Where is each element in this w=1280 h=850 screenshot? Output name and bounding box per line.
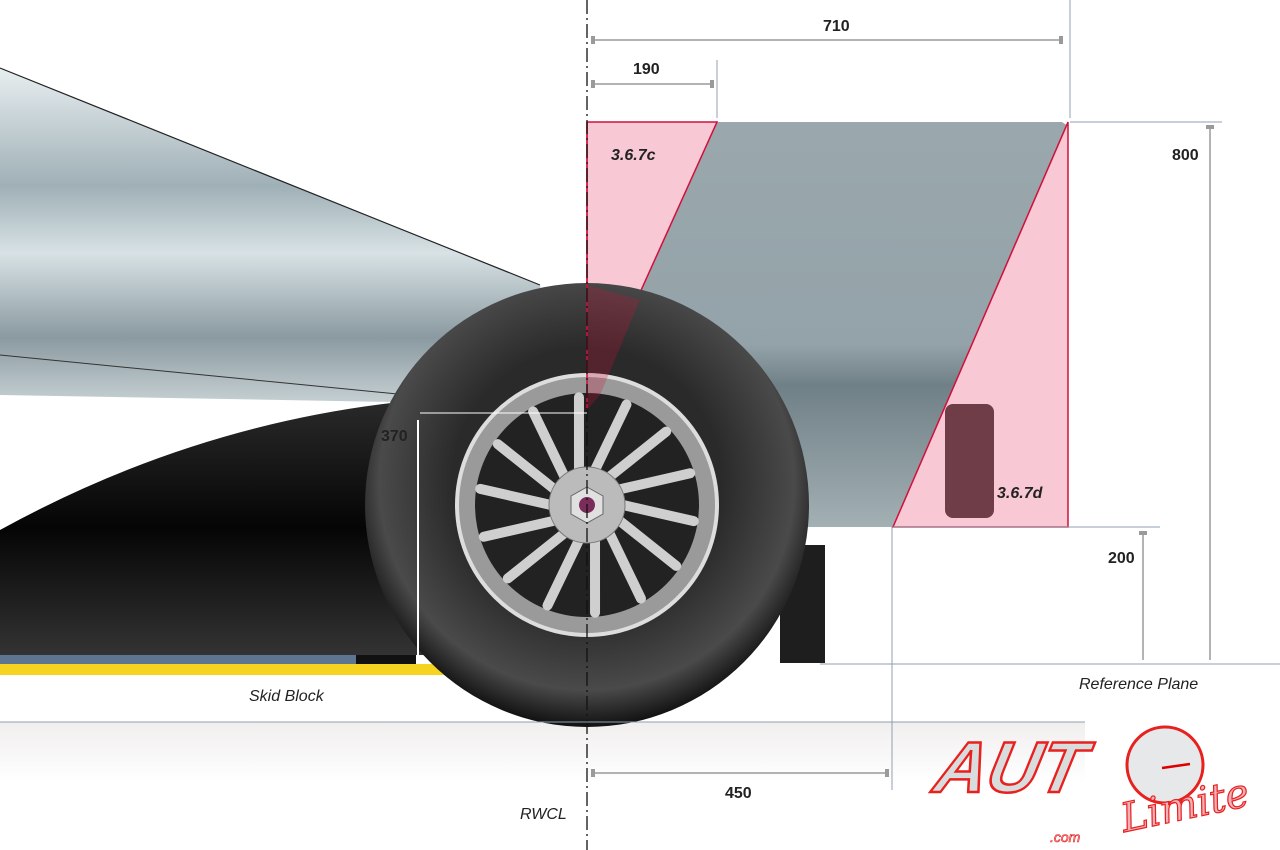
spoke (528, 406, 570, 482)
dim-450: 450 (725, 785, 752, 802)
spoke (614, 515, 682, 571)
dim-710: 710 (823, 18, 850, 35)
reference-lines (0, 0, 1280, 790)
ground-shadow (0, 722, 1085, 782)
svg-text:AUT: AUT (926, 728, 1098, 808)
reference-plane-label: Reference Plane (1079, 676, 1198, 693)
spoke (542, 535, 584, 611)
spoke (618, 500, 699, 527)
spoke (502, 528, 570, 584)
rwcl-label: RWCL (520, 806, 567, 823)
region-label-3-6-7c: 3.6.7c (611, 147, 656, 164)
engine-cover (0, 68, 560, 405)
dim-190: 190 (633, 61, 660, 78)
spoke (604, 528, 646, 604)
dim-800: 800 (1172, 147, 1199, 164)
dimension-lines (593, 39, 1211, 774)
spoke (492, 439, 560, 495)
dimension-ticks (591, 36, 1214, 777)
spoke (590, 399, 632, 475)
region-label-3-6-7d: 3.6.7d (997, 485, 1044, 502)
speedometer-icon (1125, 725, 1205, 805)
dim-200: 200 (1108, 550, 1135, 567)
plank (0, 655, 356, 664)
skid-block-label: Skid Block (249, 688, 325, 705)
autolimite-logo: AUT Limite .com (925, 725, 1254, 845)
engine-cover-outline (0, 67, 541, 286)
spoke (604, 426, 672, 482)
spoke (478, 515, 560, 542)
rim-spokes (475, 392, 699, 618)
diffuser-block (945, 404, 994, 518)
spoke (475, 483, 556, 510)
dim-370: 370 (381, 428, 408, 445)
spoke (614, 468, 696, 495)
plank-end (356, 655, 416, 664)
svg-text:.com: .com (1050, 829, 1081, 845)
skid-block (0, 664, 445, 675)
zone-overlay (587, 285, 640, 410)
